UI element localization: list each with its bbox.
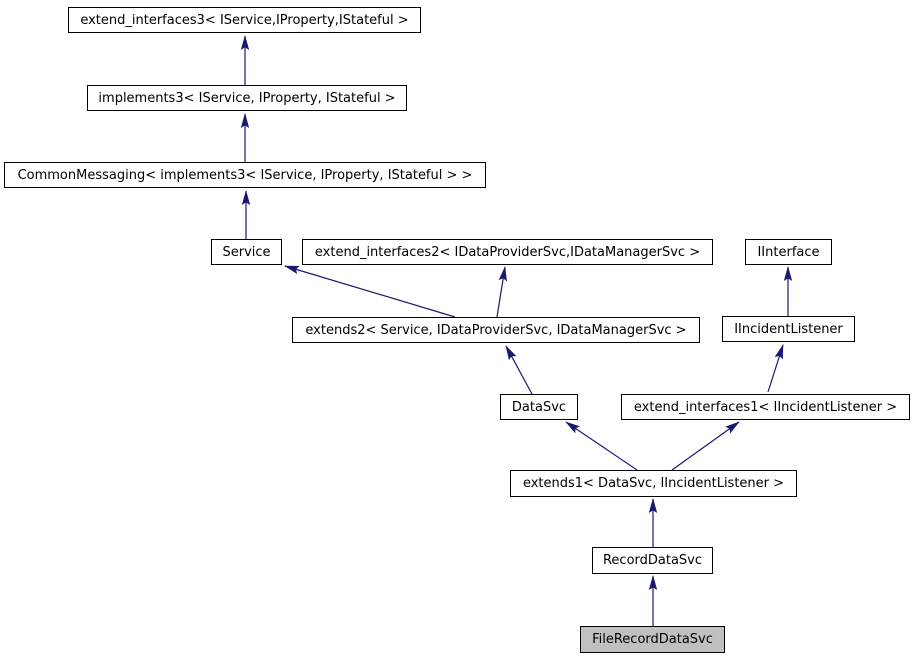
inheritance-edge-extends1-to-datasvc bbox=[565, 421, 638, 471]
inheritance-edge-datasvc-to-extends2 bbox=[505, 345, 533, 395]
inheritance-edge-extend-interfaces1-to-iincidentlistener bbox=[767, 344, 784, 393]
class-node-recorddatasvc[interactable]: RecordDataSvc bbox=[592, 547, 713, 574]
class-node-extend-interfaces2[interactable]: extend_interfaces2< IDataProviderSvc,IDa… bbox=[302, 239, 713, 265]
inheritance-edge-extends1-to-extend-interfaces1 bbox=[671, 421, 740, 471]
inheritance-edge-extends2-to-extend-interfaces2 bbox=[496, 266, 507, 318]
class-node-filerecorddatasvc: FileRecordDataSvc bbox=[580, 626, 725, 653]
class-node-service[interactable]: Service bbox=[211, 239, 282, 265]
class-node-extend-interfaces1[interactable]: extend_interfaces1< IIncidentListener > bbox=[621, 394, 910, 420]
class-node-commonmessaging[interactable]: CommonMessaging< implements3< IService, … bbox=[4, 162, 486, 188]
class-node-extends2[interactable]: extends2< Service, IDataProviderSvc, IDa… bbox=[292, 317, 700, 343]
class-node-iincidentlistener[interactable]: IIncidentListener bbox=[722, 316, 855, 342]
class-node-extend-interfaces3[interactable]: extend_interfaces3< IService,IProperty,I… bbox=[68, 7, 421, 33]
class-node-iinterface[interactable]: IInterface bbox=[745, 239, 832, 265]
inheritance-edge-extends2-to-service bbox=[284, 265, 456, 318]
class-node-implements3[interactable]: implements3< IService, IProperty, IState… bbox=[87, 85, 407, 111]
class-node-datasvc[interactable]: DataSvc bbox=[500, 394, 578, 420]
class-node-extends1[interactable]: extends1< DataSvc, IIncidentListener > bbox=[510, 470, 797, 497]
